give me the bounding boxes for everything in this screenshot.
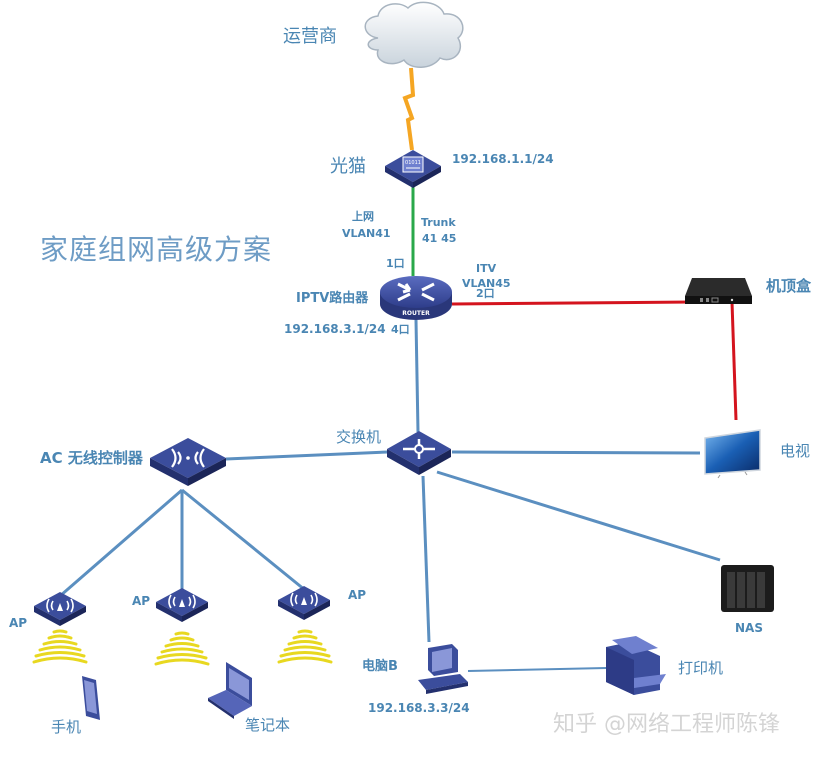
phone-label: 手机 [51, 718, 82, 736]
ac-label: AC 无线控制器 [40, 449, 143, 467]
router-ip: 192.168.3.1/24 [284, 322, 386, 336]
tv-label: 电视 [780, 442, 811, 460]
isp-label: 运营商 [283, 26, 337, 47]
link-router-switch [414, 319, 420, 433]
link-ac-ap1 [59, 488, 183, 598]
pc-icon [418, 644, 468, 694]
trunk-title: Trunk [421, 216, 456, 229]
page-title: 家庭组网高级方案 [40, 233, 273, 266]
router-port-iptv: 2口 [476, 287, 495, 300]
iptv-link-stb-tv [730, 301, 738, 421]
stb-label: 机顶盒 [766, 277, 812, 295]
onu-label: 光猫 [330, 156, 366, 177]
phone-icon [82, 676, 100, 720]
pc-ip: 192.168.3.3/24 [368, 701, 470, 715]
ap-icon [278, 586, 330, 620]
onu-modem-icon: 01011 [385, 150, 441, 188]
set-top-box-icon [685, 278, 752, 304]
link-switch-nas [436, 470, 721, 562]
ap2-label: AP [132, 594, 151, 608]
ap3-label: AP [348, 588, 367, 602]
link-switch-ac [225, 450, 389, 461]
ap-icon [156, 588, 208, 622]
svg-text:01011: 01011 [405, 160, 421, 166]
tv-icon [704, 429, 761, 479]
ac-controller-icon [150, 438, 226, 486]
link-pc-printer [467, 667, 607, 672]
printer-label: 打印机 [678, 659, 724, 677]
router-port-lan: 4口 [391, 323, 410, 336]
isp-cloud-icon [364, 1, 464, 68]
uplink-vlan: VLAN41 [342, 227, 391, 240]
onu-ip: 192.168.1.1/24 [452, 152, 554, 166]
links [59, 67, 738, 672]
router-icon: ROUTER [380, 276, 452, 320]
trunk-vlans: 41 45 [422, 232, 457, 245]
ap-icon [34, 592, 86, 626]
watermark: 知乎 @网络工程师陈锋 [553, 712, 780, 737]
wifi-signal-icon [32, 629, 88, 664]
laptop-icon [208, 662, 252, 719]
router-label: IPTV路由器 [296, 291, 369, 306]
iptv-vlan: VLAN45 [462, 277, 511, 290]
wifi-signal-icon [277, 629, 333, 664]
iptv-link-router-stb [451, 300, 694, 306]
pc-label: 电脑B [362, 659, 398, 674]
laptop-label: 笔记本 [245, 716, 291, 734]
link-switch-pc [421, 475, 431, 643]
printer-icon [606, 636, 666, 695]
wan-lightning-link [402, 67, 416, 151]
iptv-title: ITV [476, 262, 497, 275]
wifi-signal-icon [154, 631, 210, 666]
link-switch-tv [451, 450, 701, 455]
nas-label: NAS [735, 621, 763, 635]
switch-icon [387, 431, 451, 475]
link-ac-ap3 [181, 488, 306, 592]
ap1-label: AP [9, 616, 28, 630]
router-badge: ROUTER [402, 310, 430, 317]
switch-label: 交换机 [336, 428, 382, 446]
uplink-title: 上网 [352, 210, 374, 223]
router-port-wan: 1口 [386, 257, 405, 270]
nas-icon [721, 565, 774, 612]
